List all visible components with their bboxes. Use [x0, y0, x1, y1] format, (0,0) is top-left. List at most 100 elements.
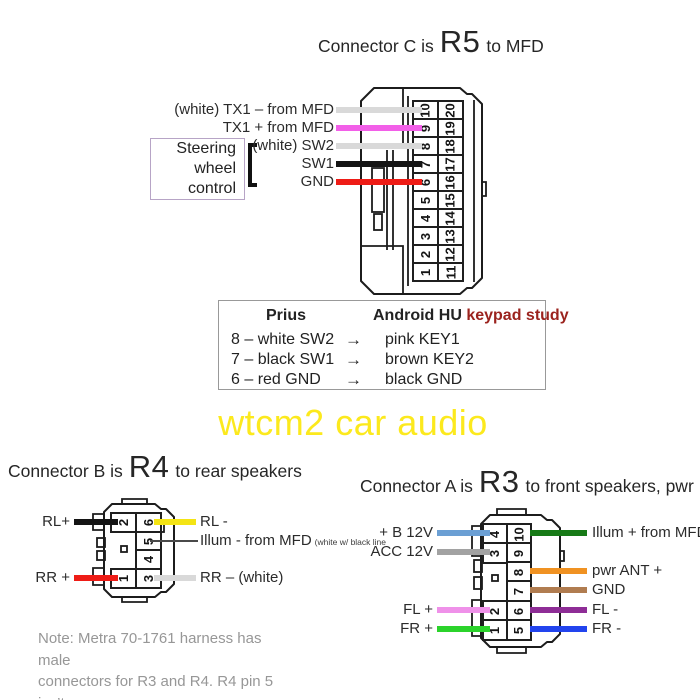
label-illum-minus: Illum - from MFD(white w/ black line	[200, 532, 386, 551]
label-sw1: SW1	[301, 155, 334, 172]
c-pin-cell: 17	[437, 154, 464, 174]
connector-b-title-prefix: Connector B is	[8, 461, 123, 481]
c-pin-cell: 14	[437, 208, 464, 228]
wire-fr-plus	[437, 626, 490, 632]
connector-c-title-prefix: Connector C is	[318, 36, 434, 56]
c-pin-11: 11	[443, 265, 458, 279]
wire-pwr-ant	[530, 568, 587, 574]
c-pin-4: 4	[417, 214, 433, 222]
arrow-icon: →	[345, 330, 362, 349]
c-pin-cell: 13	[437, 226, 464, 246]
label-b-12v: + B 12V	[379, 524, 433, 541]
table-row-6: 6 – red GND	[231, 371, 321, 388]
wire-b-12v	[437, 530, 490, 536]
c-pin-cell: 19	[437, 118, 464, 138]
c-pin-3: 3	[417, 232, 433, 240]
c-pin-2: 2	[417, 250, 433, 258]
c-pin-cell: 5	[412, 190, 439, 210]
a-pin-9: 9	[511, 549, 527, 557]
wire-gnd-a	[530, 587, 587, 593]
label-acc-12v: ACC 12V	[370, 543, 433, 560]
steering-wheel-control-box: Steering wheel control	[150, 138, 245, 200]
c-pin-cell: 4	[412, 208, 439, 228]
connector-a-title-suffix: to front speakers, pwr	[525, 476, 694, 496]
label-illum-plus: Illum + from MFD	[592, 524, 700, 541]
c-pin-5: 5	[417, 196, 433, 204]
metra-harness-note: Note: Metra 70-1761 harness has male con…	[38, 630, 274, 700]
connector-c-title: Connector C is R5 to MFD	[318, 24, 544, 60]
a-pin-1: 1	[487, 626, 503, 634]
a-pin-7: 7	[511, 587, 527, 595]
table-header-android-black: Android HU	[373, 307, 462, 324]
a-pin-cell: 5	[506, 619, 532, 641]
b-pin-cell: 4	[135, 549, 162, 570]
label-rr-minus: RR – (white)	[200, 569, 284, 586]
connector-c-title-code: R5	[439, 24, 481, 59]
label-fl-plus: FL +	[403, 601, 433, 618]
c-pin-cell: 12	[437, 244, 464, 264]
c-pin-19: 19	[443, 120, 458, 136]
wire-rl-plus	[74, 519, 118, 525]
c-pin-14: 14	[443, 210, 458, 226]
c-pin-16: 16	[443, 174, 458, 190]
label-gnd-a: GND	[592, 581, 626, 598]
a-pin-10: 10	[511, 526, 527, 542]
label-tx1-minus: (white) TX1 – from MFD	[174, 101, 334, 118]
a-pin-2: 2	[487, 607, 503, 615]
b-pin-4: 4	[140, 555, 156, 564]
connector-c-title-suffix: to MFD	[486, 36, 544, 56]
wire-tx1-minus	[336, 107, 422, 113]
label-gnd: GND	[300, 173, 334, 190]
a-pin-cell: 7	[506, 580, 532, 602]
wire-rr-plus	[74, 575, 118, 581]
c-pin-cell: 1	[412, 262, 439, 282]
wire-acc-12v	[437, 549, 490, 555]
arrow-icon: →	[345, 350, 362, 369]
b-pin-2: 2	[115, 518, 131, 527]
wire-rr-minus	[154, 575, 196, 581]
table-header-prius: Prius	[265, 307, 306, 324]
wire-sw2	[336, 143, 422, 149]
label-illum-minus-main: Illum - from MFD	[200, 532, 312, 549]
table-row-8-hu: pink KEY1	[385, 331, 460, 348]
wire-fr-minus	[530, 626, 587, 632]
label-rl-minus: RL -	[200, 513, 228, 530]
pin-mapping-table: Prius Android HU keypad study 8 – white …	[218, 300, 569, 390]
table-row-7-hu: brown KEY2	[385, 351, 474, 368]
c-pin-18: 18	[443, 138, 458, 154]
c-pin-cell: 11	[437, 262, 464, 282]
a-pin-4: 4	[487, 530, 503, 538]
label-illum-minus-note: (white w/ black line	[314, 537, 387, 547]
label-rl-plus: RL+	[42, 513, 70, 530]
b-pin-1: 1	[115, 574, 131, 583]
arrow-icon: →	[345, 370, 362, 389]
c-pin-17: 17	[443, 156, 458, 172]
connector-b-title-code: R4	[128, 449, 170, 484]
c-pin-13: 13	[443, 228, 458, 244]
table-header-android: Android HU keypad study	[373, 307, 569, 325]
watermark-text: wtcm2 car audio	[218, 402, 488, 443]
steering-wheel-control-label: Steering wheel control	[176, 140, 236, 197]
label-tx1-plus: TX1 + from MFD	[222, 119, 334, 136]
table-row-6-hu: black GND	[385, 371, 463, 388]
table-header-keypad-study: keypad study	[466, 307, 569, 324]
a-pin-8: 8	[511, 568, 527, 576]
wire-fl-minus	[530, 607, 587, 613]
c-pin-1: 1	[417, 268, 433, 276]
wire-gnd	[336, 179, 422, 185]
connector-a-title-code: R3	[478, 464, 520, 499]
c-pin-cell: 15	[437, 190, 464, 210]
c-pin-cell: 16	[437, 172, 464, 192]
connector-b-title: Connector B is R4 to rear speakers	[8, 449, 302, 485]
table-row-8: 8 – white SW2	[231, 331, 335, 348]
label-rr-plus: RR +	[35, 569, 70, 586]
label-sw2: (white) SW2	[252, 137, 334, 154]
wire-tx1-plus	[336, 125, 422, 131]
connector-b-title-suffix: to rear speakers	[175, 461, 302, 481]
a-pin-6: 6	[511, 607, 527, 615]
c-pin-12: 12	[443, 246, 458, 262]
a-pin-5: 5	[511, 626, 527, 634]
c-pin-20: 20	[443, 102, 458, 118]
table-row-7: 7 – black SW1	[231, 351, 335, 368]
c-pin-15: 15	[443, 192, 458, 208]
